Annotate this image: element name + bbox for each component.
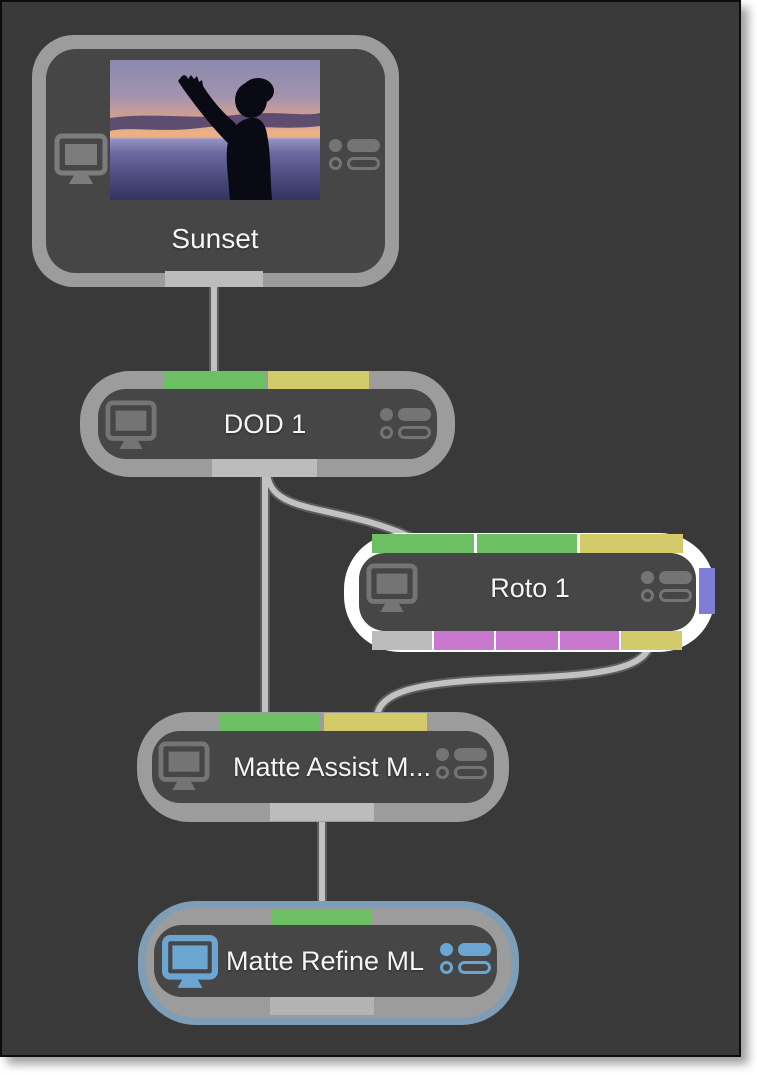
node-label: Matte Refine ML <box>225 946 425 976</box>
node-options-icon[interactable] <box>329 139 380 170</box>
connection-dod1-roto1[interactable] <box>262 465 420 544</box>
option-bar-filled <box>347 139 380 152</box>
option-dot-filled <box>329 139 342 152</box>
object-port-1[interactable] <box>434 631 494 650</box>
option-bar-filled <box>458 943 491 956</box>
output-port[interactable] <box>270 803 374 821</box>
option-dot-outline <box>641 589 654 602</box>
object-port-2[interactable] <box>496 631 558 650</box>
node-label: DOD 1 <box>223 409 307 439</box>
input-port-matte[interactable] <box>324 713 427 731</box>
option-dot-outline <box>329 157 342 170</box>
node-label: Matte Assist M... <box>232 752 432 782</box>
option-bar-outline <box>347 157 380 170</box>
input-port-primary[interactable] <box>272 909 372 927</box>
option-bar-outline <box>398 426 431 439</box>
input-port-primary[interactable] <box>220 713 320 731</box>
output-port[interactable] <box>212 459 317 477</box>
option-bar-outline <box>458 961 491 974</box>
connection-roto1-matteassist[interactable] <box>372 637 655 723</box>
node-options-icon[interactable] <box>440 943 491 974</box>
monitor-icon[interactable] <box>158 741 210 791</box>
node-options-icon[interactable] <box>380 408 431 439</box>
object-port-3[interactable] <box>560 631 619 650</box>
option-dot-filled <box>440 943 453 956</box>
node-label: Roto 1 <box>490 573 570 603</box>
output-port[interactable] <box>372 631 432 650</box>
option-bar-filled <box>454 748 487 761</box>
node-graph-viewport[interactable]: Sunset DOD 1 <box>0 0 741 1057</box>
output-port[interactable] <box>165 271 263 287</box>
monitor-icon[interactable] <box>105 400 157 450</box>
sunset-thumbnail <box>110 60 320 200</box>
input-port-secondary[interactable] <box>477 534 577 553</box>
input-port-primary[interactable] <box>372 534 474 553</box>
node-options-icon[interactable] <box>436 748 487 779</box>
option-dot-outline <box>440 961 453 974</box>
monitor-icon[interactable] <box>366 563 418 613</box>
option-dot-outline <box>380 426 393 439</box>
node-label: Sunset <box>171 223 259 254</box>
node-options-icon[interactable] <box>641 571 692 602</box>
option-bar-filled <box>659 571 692 584</box>
input-port-matte[interactable] <box>268 371 369 389</box>
option-dot-filled <box>641 571 654 584</box>
option-dot-outline <box>436 766 449 779</box>
option-bar-filled <box>398 408 431 421</box>
output-port[interactable] <box>270 997 374 1015</box>
option-bar-outline <box>659 589 692 602</box>
option-dot-filled <box>380 408 393 421</box>
monitor-icon[interactable] <box>54 132 108 186</box>
side-port[interactable] <box>699 568 715 614</box>
matte-output-port[interactable] <box>621 631 682 650</box>
input-port-matte[interactable] <box>580 534 683 553</box>
option-bar-outline <box>454 766 487 779</box>
monitor-icon-viewed[interactable] <box>162 935 218 989</box>
option-dot-filled <box>436 748 449 761</box>
input-port-primary[interactable] <box>164 371 265 389</box>
